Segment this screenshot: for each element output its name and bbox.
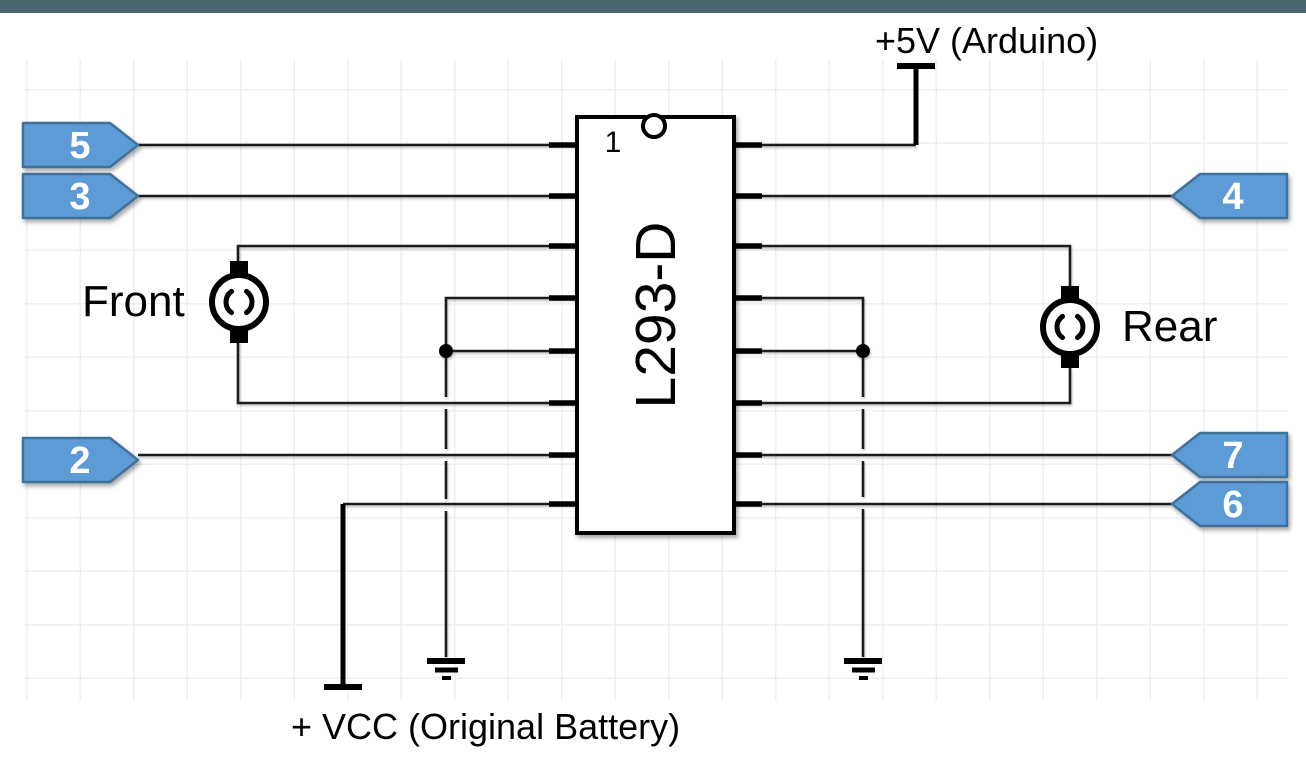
connector-label-2: 2 [21,436,140,484]
vcc-battery-terminal [324,504,362,690]
ic-body [575,115,736,535]
ic-l293d: 1 L293-D [549,113,762,535]
wire-pin4-to-ground-junction [444,296,577,351]
ground-symbol-left [427,658,465,680]
connector-label-7-text: 7 [1222,435,1243,477]
connector-label-4-text: 4 [1222,176,1243,218]
motor-terminal-top [230,261,248,275]
motor-body-icon [209,272,269,332]
arduino-5v-label: +5V (Arduino) [875,20,1098,61]
junction-dot-left [439,344,453,358]
ic-pins-left [549,142,577,507]
wires [138,143,1172,657]
front-motor-label: Front [82,277,185,326]
motor-brush-left [1054,313,1065,341]
connector-label-2-text: 2 [69,440,90,482]
rear-motor-label: Rear [1122,302,1217,351]
wire-rear-motor-top [734,244,1072,287]
motor-body-icon [1040,297,1100,357]
motor-brush-right [244,288,255,316]
connector-label-7: 7 [1170,431,1289,479]
ic-pins-right [734,142,762,507]
junction-dot-right [856,344,870,358]
ground-symbol-right [844,658,882,680]
motor-brush-right [1075,313,1086,341]
connector-label-3-text: 3 [69,176,90,218]
connector-labels: 5 3 2 4 7 6 [21,121,1289,528]
connector-label-5: 5 [21,121,140,169]
wire-pin13-to-ground-junction [734,296,865,351]
connector-label-6-text: 6 [1222,484,1243,526]
wire-front-motor-top [236,244,577,262]
connector-label-4: 4 [1170,172,1289,220]
motor-brush-left [223,288,234,316]
wire-front-motor-bottom [236,342,577,405]
connector-label-5-text: 5 [69,125,90,167]
connector-label-3: 3 [21,172,140,220]
wire-rear-motor-bottom [734,367,1072,405]
connector-label-6: 6 [1170,480,1289,528]
rear-motor-symbol [1040,286,1100,368]
pin1-indicator-icon [641,113,667,139]
motor-terminal-bottom [1061,354,1079,368]
plus5v-terminal [897,63,935,145]
battery-vcc-label: + VCC (Original Battery) [291,706,680,747]
front-motor-symbol [209,261,269,343]
motor-terminal-bottom [230,329,248,343]
pin1-number: 1 [605,126,622,159]
top-bar [0,0,1306,13]
ic-label: L293-D [624,222,688,409]
motor-terminal-top [1061,286,1079,300]
